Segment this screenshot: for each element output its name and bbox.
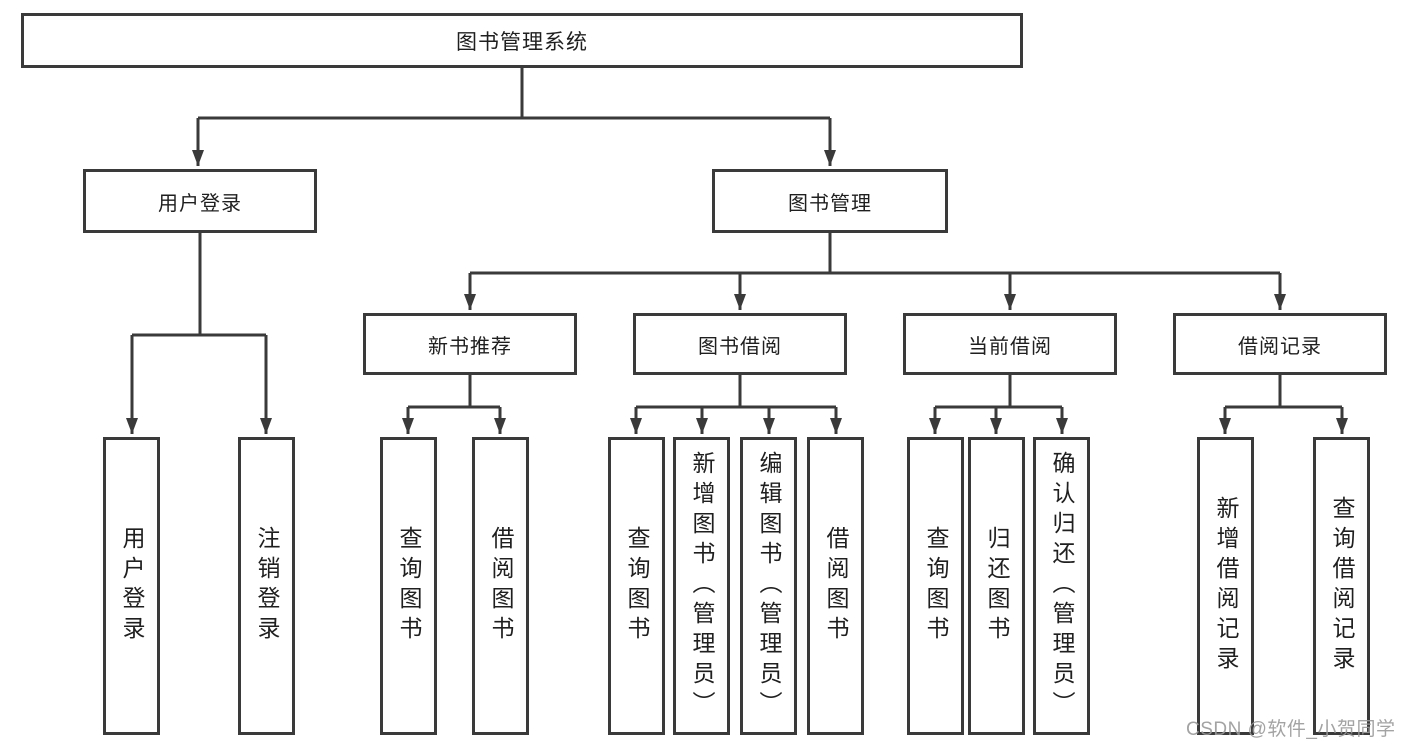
leaf-logout: 注销登录 [238,437,295,735]
node-borrowing-records: 借阅记录 [1173,313,1387,375]
node-system-root: 图书管理系统 [21,13,1023,68]
node-label: 查询图书 [396,526,422,646]
leaf-query-books-2: 查询图书 [608,437,665,735]
node-book-borrowing: 图书借阅 [633,313,847,375]
node-label: 用户登录 [158,192,242,215]
node-label: 借阅图书 [488,526,514,646]
node-label: 图书借阅 [698,335,782,358]
node-user-login: 用户登录 [83,169,317,233]
node-current-borrowing: 当前借阅 [903,313,1117,375]
leaf-edit-books-admin: 编辑图书（管理员） [740,437,797,735]
node-new-book-recommend: 新书推荐 [363,313,577,375]
leaf-user-login: 用户登录 [103,437,160,735]
node-label: 用户登录 [119,526,145,646]
node-label: 图书管理 [788,192,872,215]
node-label: 新书推荐 [428,335,512,358]
node-label: 查询借阅记录 [1329,496,1355,676]
leaf-query-books-1: 查询图书 [380,437,437,735]
node-label: 查询图书 [624,526,650,646]
leaf-confirm-return-admin: 确认归还（管理员） [1033,437,1090,735]
leaf-query-borrow-record: 查询借阅记录 [1313,437,1370,735]
connector-user-login-to-leaves [126,233,272,434]
node-label: 当前借阅 [968,335,1052,358]
node-label: 查询图书 [923,526,949,646]
node-label: 确认归还（管理员） [1049,451,1075,721]
connector-book-mgmt-to-level3 [464,233,1286,310]
connector-new-book-rec-to-leaves [402,375,506,434]
csdn-watermark: CSDN @软件_小贺同学 [1186,719,1396,740]
node-label: 归还图书 [984,526,1010,646]
node-label: 借阅图书 [823,526,849,646]
connector-current-borrow-to-leaves [929,375,1068,434]
connector-borrow-records-to-leaves [1219,375,1348,434]
node-label: 新增图书（管理员） [689,451,715,721]
leaf-add-borrow-record: 新增借阅记录 [1197,437,1254,735]
node-label: 借阅记录 [1238,335,1322,358]
node-label: 注销登录 [254,526,280,646]
connector-book-borrow-to-leaves [630,375,842,434]
leaf-borrow-books-2: 借阅图书 [807,437,864,735]
leaf-query-books-3: 查询图书 [907,437,964,735]
node-book-management: 图书管理 [712,169,948,233]
node-label: 图书管理系统 [456,30,588,54]
leaf-return-books: 归还图书 [968,437,1025,735]
leaf-borrow-books-1: 借阅图书 [472,437,529,735]
connector-root-to-level2 [192,68,836,166]
node-label: 新增借阅记录 [1213,496,1239,676]
node-label: 编辑图书（管理员） [756,451,782,721]
leaf-add-books-admin: 新增图书（管理员） [673,437,730,735]
